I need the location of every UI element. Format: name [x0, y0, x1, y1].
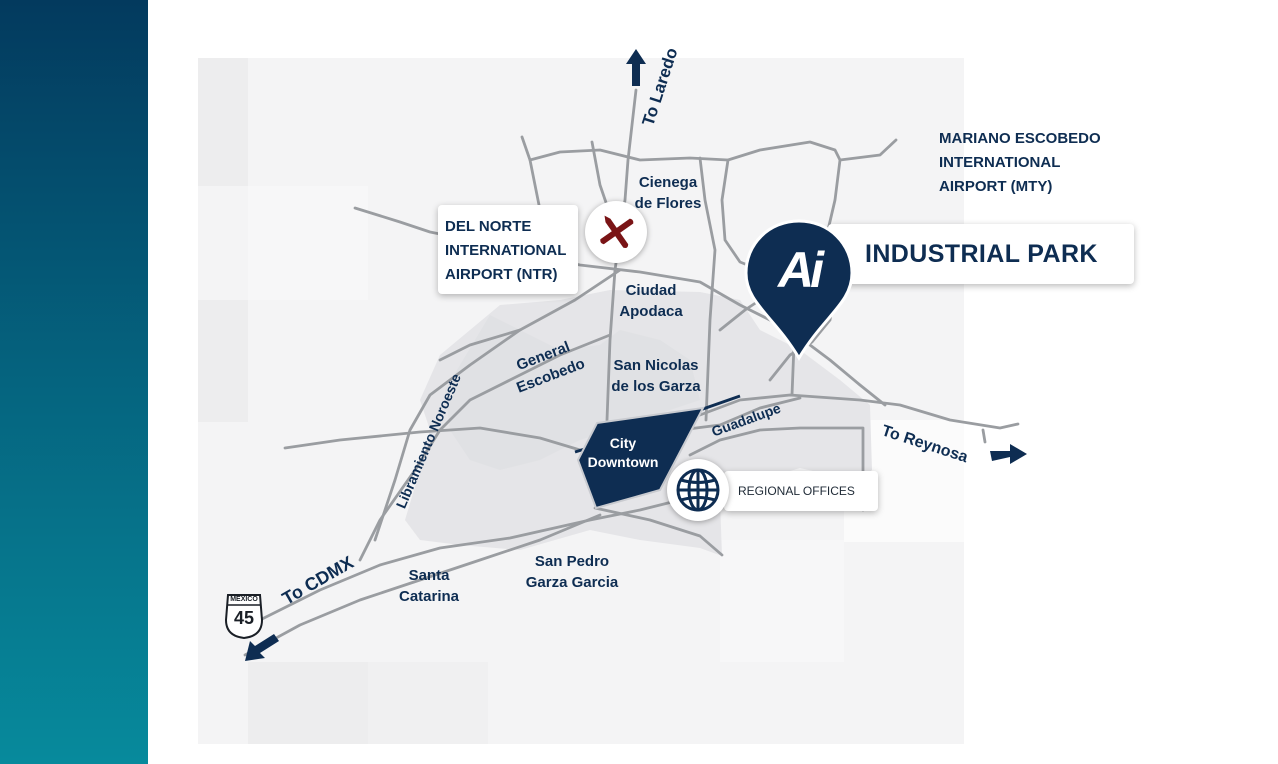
area-san-nicolas-line1: San Nicolas	[613, 357, 699, 374]
regional-offices-label: REGIONAL OFFICES	[738, 484, 855, 498]
area-san-nicolas: San Nicolas de los Garza	[601, 355, 711, 397]
side-gradient-band	[0, 0, 148, 764]
area-downtown: City Downtown	[576, 434, 670, 472]
area-san-pedro-line1: San Pedro	[534, 553, 610, 570]
arrow-right-icon	[990, 444, 1027, 464]
area-apodaca-line2: Apodaca	[619, 303, 683, 320]
highway-shield-icon	[224, 594, 264, 640]
ntr-line1: DEL NORTE	[445, 218, 532, 235]
area-santa-catarina: Santa Catarina	[388, 565, 470, 607]
mty-line1: MARIANO ESCOBEDO	[939, 130, 1101, 147]
area-apodaca-line1: Ciudad	[625, 282, 677, 299]
mty-line3: AIRPORT (MTY)	[939, 178, 1053, 195]
airplane-icon	[585, 201, 647, 263]
area-san-pedro-line2: Garza Garcia	[525, 574, 619, 591]
area-downtown-line1: City	[609, 435, 637, 451]
area-cienega: Cienega de Flores	[623, 172, 713, 214]
shield-top-text: MEXICO	[230, 596, 258, 603]
area-santa-catarina-line1: Santa	[408, 567, 450, 584]
map-pin-icon	[744, 219, 854, 361]
regional-offices-callout: REGIONAL OFFICES	[724, 471, 878, 511]
downtown-area	[576, 406, 705, 510]
park-logo-text: Ai	[778, 242, 824, 298]
area-santa-catarina-line2: Catarina	[398, 588, 460, 605]
area-san-pedro: San Pedro Garza Garcia	[512, 551, 632, 593]
area-cienega-line2: de Flores	[634, 195, 702, 212]
arrow-up-icon	[626, 49, 646, 86]
globe-icon	[667, 459, 729, 521]
mty-airport-label: MARIANO ESCOBEDO INTERNATIONAL AIRPORT (…	[939, 127, 1101, 199]
area-cienega-line1: Cienega	[638, 174, 698, 191]
industrial-park-label: INDUSTRIAL PARK	[865, 239, 1098, 268]
industrial-park-callout: INDUSTRIAL PARK	[828, 224, 1134, 284]
mty-line2: INTERNATIONAL	[939, 154, 1061, 171]
ntr-airport-callout: DEL NORTE INTERNATIONAL AIRPORT (NTR)	[438, 205, 578, 294]
area-san-nicolas-line2: de los Garza	[611, 378, 701, 395]
ntr-line3: AIRPORT (NTR)	[445, 266, 558, 283]
arrow-down-left-icon	[245, 634, 279, 661]
ntr-line2: INTERNATIONAL	[445, 242, 567, 259]
area-apodaca: Ciudad Apodaca	[606, 280, 696, 322]
shield-number: 45	[233, 608, 255, 628]
area-downtown-line2: Downtown	[587, 454, 659, 470]
